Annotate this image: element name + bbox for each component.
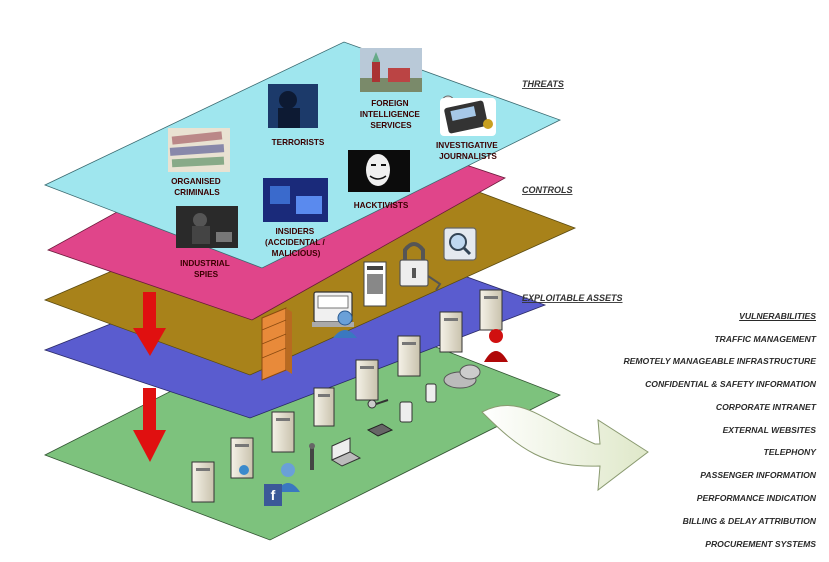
red-arrow-lower xyxy=(133,388,166,462)
kremlin-photo xyxy=(360,48,422,92)
server-icon xyxy=(191,461,215,503)
svg-text:f: f xyxy=(271,487,276,503)
threat-industrial-spies: INDUSTRIAL SPIES xyxy=(180,259,232,279)
router-icon xyxy=(366,423,394,437)
vulnerability-item: PERFORMANCE INDICATION xyxy=(696,493,816,503)
industrial-spy-photo xyxy=(176,206,238,248)
handheld-device-icon xyxy=(399,383,437,423)
vulnerability-item: TRAFFIC MANAGEMENT xyxy=(714,334,816,344)
lock-icon xyxy=(399,242,442,291)
threat-hacktivists: HACKTIVISTS xyxy=(354,201,409,210)
vulnerabilities-heading: VULNERABILITIES xyxy=(739,311,816,321)
vulnerability-item: EXTERNAL WEBSITES xyxy=(722,425,816,435)
phone-photo xyxy=(440,95,496,136)
anonymous-mask-photo xyxy=(348,150,410,192)
vulnerability-item: TELEPHONY xyxy=(763,447,816,457)
antenna-icon xyxy=(309,443,315,470)
key-icon xyxy=(367,399,389,409)
server-icon xyxy=(397,335,421,377)
terrorist-photo xyxy=(268,84,318,128)
server-icon xyxy=(230,437,254,479)
policy-document-icon xyxy=(363,261,387,307)
vulnerability-item: PROCUREMENT SYSTEMS xyxy=(705,539,816,549)
vulnerability-item: REMOTELY MANAGEABLE INFRASTRUCTURE xyxy=(623,356,816,366)
server-icon xyxy=(479,289,503,331)
threats-title: THREATS xyxy=(522,79,564,89)
controls-title: CONTROLS xyxy=(522,185,573,195)
banknotes-photo xyxy=(168,128,230,172)
server-icon xyxy=(355,359,379,401)
vulnerability-item: CONFIDENTIAL & SAFETY INFORMATION xyxy=(645,379,816,389)
server-icon xyxy=(313,387,335,427)
vulnerability-item: PASSENGER INFORMATION xyxy=(700,470,816,480)
cloud-icon xyxy=(443,364,481,389)
vulnerability-item: CORPORATE INTRANET xyxy=(715,402,816,412)
curved-arrow xyxy=(481,404,649,492)
vulnerability-item: BILLING & DELAY ATTRIBUTION xyxy=(682,516,816,526)
server-icon xyxy=(439,311,463,353)
firewall-icon xyxy=(261,307,292,381)
magnifier-icon xyxy=(443,227,477,261)
threat-investigative-journalists: INVESTIGATIVE JOURNALISTS xyxy=(436,141,500,161)
server-icon xyxy=(271,411,295,453)
threat-organised-criminals: ORGANISED CRIMINALS xyxy=(171,177,223,197)
exploitable-assets-title: EXPLOITABLE ASSETS xyxy=(522,293,623,303)
insiders-photo xyxy=(263,178,328,222)
threat-foreign-intelligence: FOREIGN INTELLIGENCE SERVICES xyxy=(360,99,422,130)
laptop-icon xyxy=(330,437,362,467)
red-user-icon xyxy=(484,329,508,362)
user-icon: f xyxy=(264,463,300,506)
threat-insiders: INSIDERS (ACCIDENTAL / MALICIOUS) xyxy=(265,227,327,258)
user-login-icon xyxy=(312,291,357,338)
red-arrow-upper xyxy=(133,292,166,356)
threat-terrorists: TERRORISTS xyxy=(272,138,325,147)
